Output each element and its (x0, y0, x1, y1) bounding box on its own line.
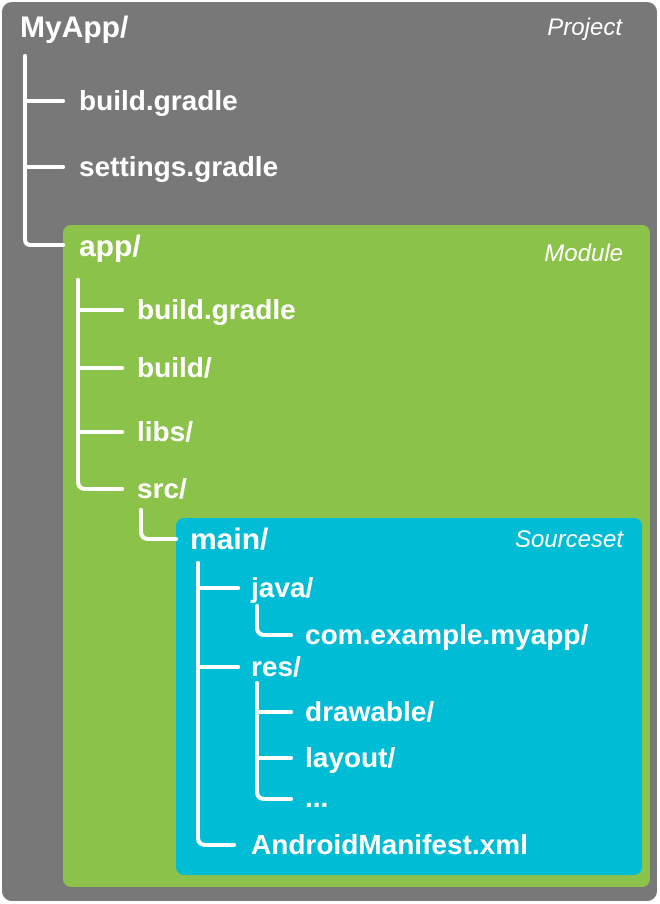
sourceset-dir-layout: layout/ (305, 742, 396, 773)
module-dir-src: src/ (137, 473, 187, 504)
project-badge: Project (547, 14, 622, 41)
project-file-settings-gradle: settings.gradle (79, 151, 279, 182)
sourceset-dir-java: java/ (251, 572, 314, 603)
module-dir-libs: libs/ (137, 416, 194, 447)
sourceset-badge: Sourceset (514, 526, 623, 553)
sourceset-file-android-manifest: AndroidManifest.xml (251, 829, 528, 860)
sourceset-dir-drawable: drawable/ (305, 696, 435, 727)
sourceset-root-label: main/ (190, 523, 269, 556)
module-file-build-gradle: build.gradle (137, 294, 296, 325)
module-badge: Module (544, 240, 623, 267)
sourceset-package-dir: com.example.myapp/ (305, 619, 589, 650)
module-root-label: app/ (79, 230, 141, 263)
sourceset-box (176, 518, 642, 875)
module-dir-build: build/ (137, 352, 212, 383)
sourceset-dir-res: res/ (251, 651, 301, 682)
sourceset-res-ellipsis: ... (305, 782, 329, 813)
project-file-build-gradle: build.gradle (79, 85, 238, 116)
project-root-label: MyApp/ (20, 11, 129, 44)
